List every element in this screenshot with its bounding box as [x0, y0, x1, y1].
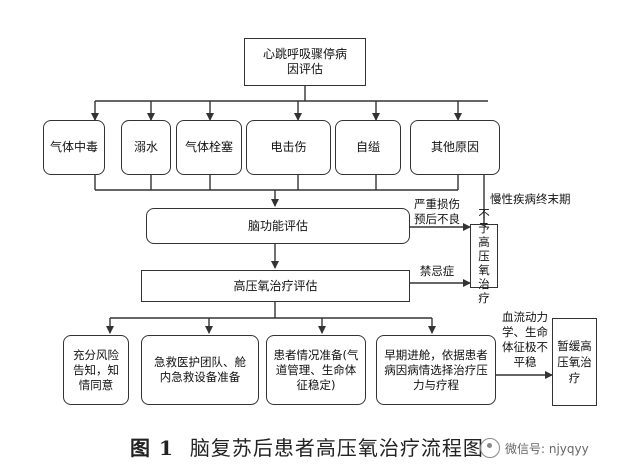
watermark: 微信号: njyqyy [480, 438, 589, 458]
node-risk-notification: 充分风险告知，知情同意 [63, 335, 129, 405]
node-label: 气体栓塞 [184, 140, 233, 154]
node-label: 早期进舱，依据患者病因病情选择治疗压力与疗程 [384, 347, 488, 392]
node-label: 气体中毒 [49, 140, 98, 154]
node-label: 自缢 [355, 140, 380, 154]
node-patient-preparation: 患者情况准备(气道管理、生命体征稳定) [266, 335, 366, 405]
node-cause-other: 其他原因 [410, 120, 500, 175]
node-pause-hbo-treatment: 暂缓高压氧治疗 [552, 318, 597, 406]
node-emergency-team-preparation: 急救医护团队、舱内急救设备准备 [141, 335, 259, 405]
node-label: 脑功能评估 [247, 218, 308, 233]
figure-caption: 图 1 脑复苏后患者高压氧治疗流程图 [130, 432, 484, 461]
node-label: 电击伤 [270, 140, 307, 154]
figure-title: 脑复苏后患者高压氧治疗流程图 [189, 436, 484, 460]
node-cause-electric-injury: 电击伤 [246, 120, 331, 175]
node-cause-gas-embolism: 气体栓塞 [176, 120, 242, 175]
node-label: 患者情况准备(气道管理、生命体征稳定) [273, 347, 359, 392]
edge-label-chronic-end-stage: 慢性疾病终末期 [490, 192, 571, 206]
node-label: 高压氧治疗评估 [233, 278, 318, 293]
node-no-hbo-treatment: 不予高压氧治疗 [470, 207, 498, 305]
node-label: 溺水 [133, 140, 158, 154]
node-label: 其他原因 [430, 140, 479, 154]
node-label: 不予高压氧治疗 [478, 207, 490, 305]
figure-number: 图 1 [130, 436, 174, 460]
edge-label-contraindication: 禁忌症 [419, 264, 455, 278]
node-cause-drowning: 溺水 [121, 120, 171, 175]
node-cause-hanging: 自缢 [335, 120, 401, 175]
wechat-icon [480, 438, 500, 458]
edge-label-unstable-hemodynamics: 血流动力学、生命体征极不平稳 [502, 310, 548, 369]
node-early-chamber-entry: 早期进舱，依据患者病因病情选择治疗压力与疗程 [376, 335, 496, 405]
node-label: 充分风险告知，知情同意 [73, 347, 119, 392]
node-arrest-cause-evaluation: 心跳呼吸骤停病因评估 [244, 38, 366, 86]
node-label: 急救医护团队、舱内急救设备准备 [154, 355, 246, 384]
node-cause-gas-poisoning: 气体中毒 [43, 120, 105, 175]
node-label: 暂缓高压氧治疗 [557, 339, 592, 385]
node-hbo-treatment-evaluation: 高压氧治疗评估 [141, 270, 410, 302]
edge-label-severe-damage: 严重损伤预后不良 [414, 197, 460, 226]
node-label: 心跳呼吸骤停病因评估 [262, 47, 347, 76]
watermark-text: 微信号: njyqyy [505, 441, 589, 456]
node-brain-function-evaluation: 脑功能评估 [146, 208, 410, 244]
